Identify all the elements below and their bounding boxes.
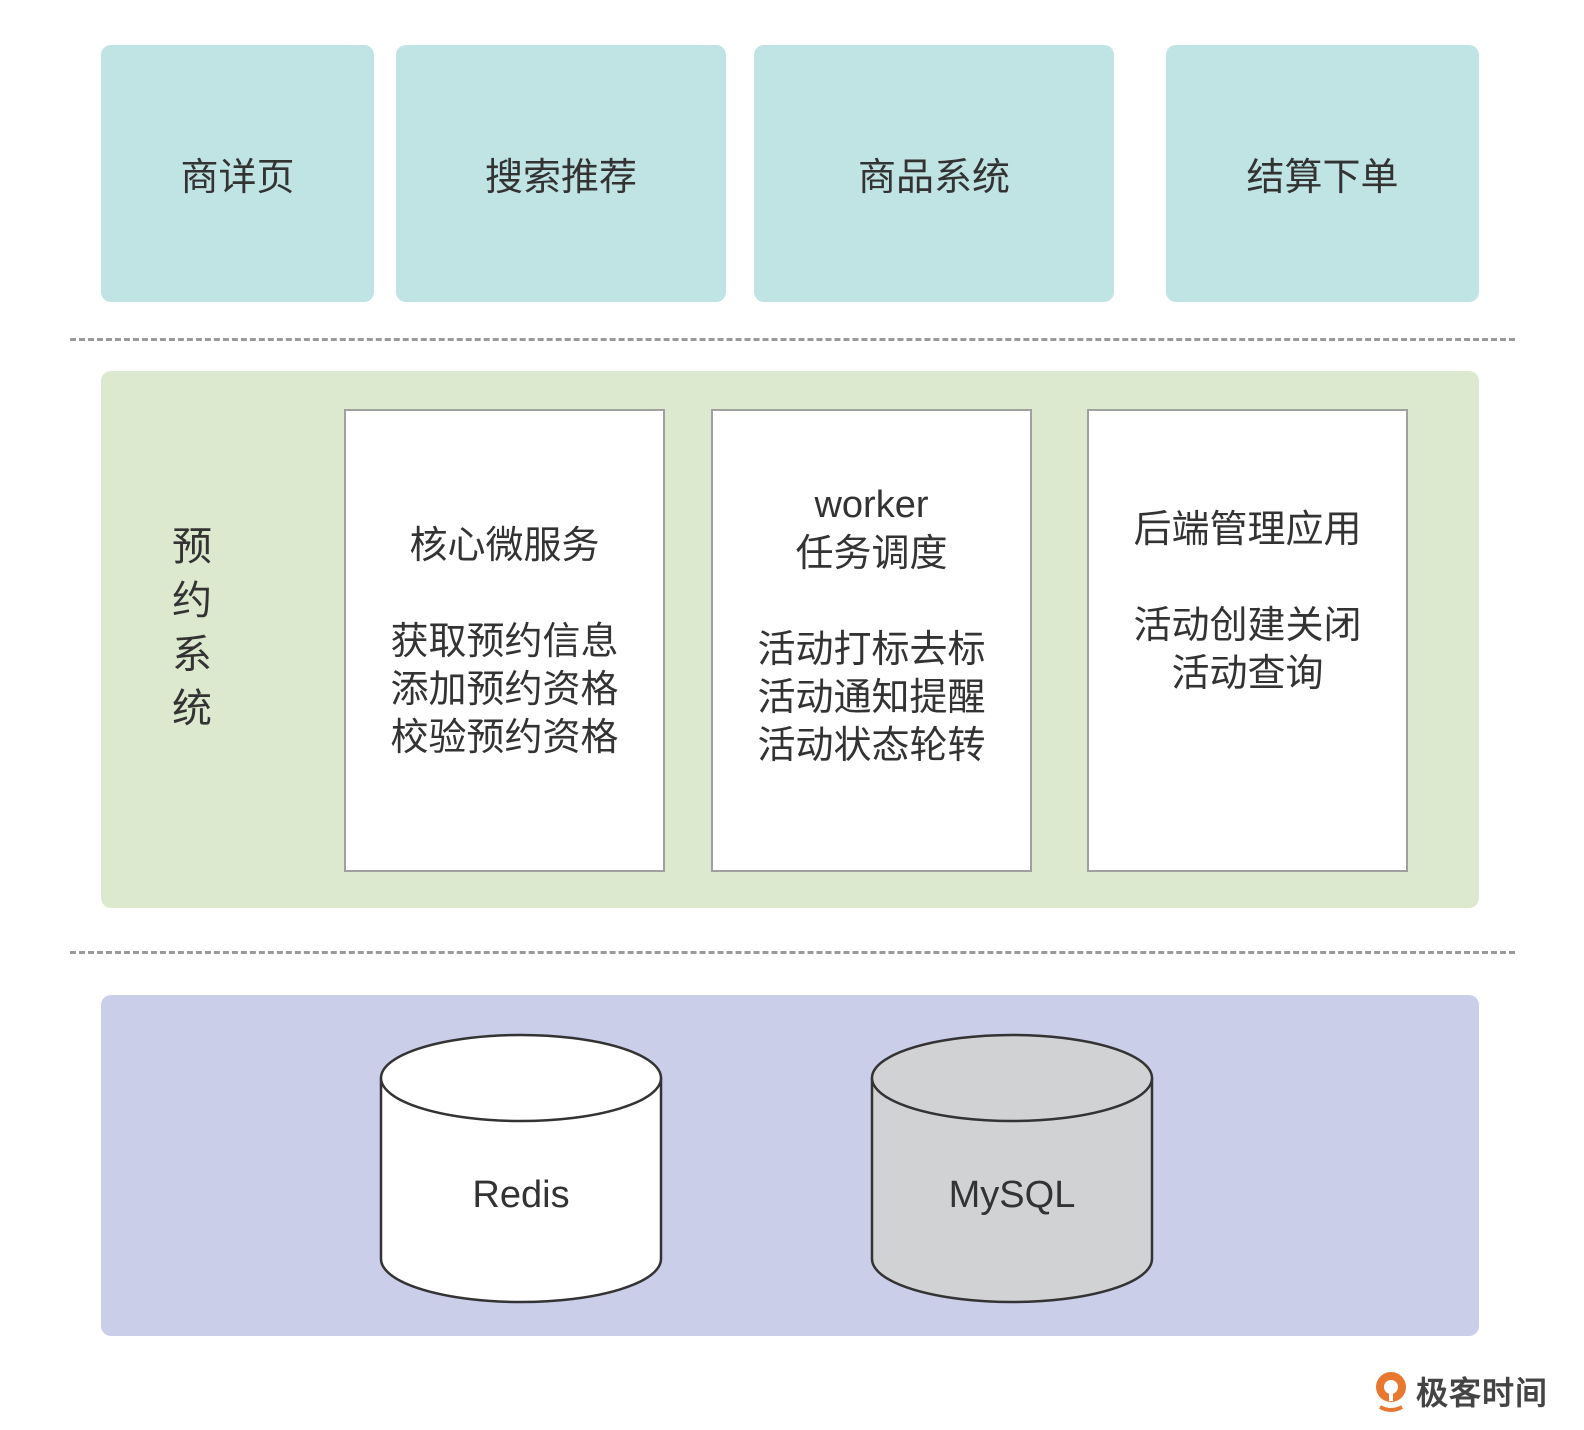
service-function: 活动创建关闭 bbox=[1133, 602, 1362, 647]
service-function: 校验预约资格 bbox=[390, 714, 619, 759]
storage-panel bbox=[101, 995, 1479, 1336]
layer-divider-top bbox=[70, 338, 1515, 341]
watermark-text: 极客时间 bbox=[1416, 1374, 1549, 1412]
service-function: 活动通知提醒 bbox=[757, 674, 986, 719]
database-cylinder-icon bbox=[379, 1033, 663, 1304]
geektime-logo-icon bbox=[1376, 1372, 1406, 1412]
service-function: 活动打标去标 bbox=[757, 626, 986, 671]
service-function: 活动查询 bbox=[1171, 650, 1324, 695]
top-box-checkout: 结算下单 bbox=[1166, 45, 1479, 302]
service-title-line: worker bbox=[814, 483, 929, 526]
service-function: 活动状态轮转 bbox=[757, 722, 986, 767]
database-label: MySQL bbox=[948, 1174, 1076, 1216]
top-box-label: 商详页 bbox=[180, 155, 295, 199]
service-title-line: 任务调度 bbox=[795, 530, 948, 575]
service-function: 添加预约资格 bbox=[390, 666, 619, 711]
top-box-product-detail: 商详页 bbox=[101, 45, 374, 302]
layer-divider-bottom bbox=[70, 951, 1515, 954]
service-title-line: 核心微服务 bbox=[409, 522, 600, 567]
database-cylinder-icon bbox=[870, 1033, 1154, 1304]
service-title-line: 后端管理应用 bbox=[1133, 506, 1362, 551]
top-box-product-system: 商品系统 bbox=[754, 45, 1114, 302]
service-backend-admin: 后端管理应用 活动创建关闭 活动查询 bbox=[1087, 409, 1408, 872]
top-box-label: 搜索推荐 bbox=[484, 155, 637, 199]
database-label: Redis bbox=[472, 1174, 570, 1216]
geektime-watermark: 极客时间 bbox=[1372, 1368, 1548, 1414]
service-function: 获取预约信息 bbox=[390, 618, 619, 663]
service-title: 后端管理应用 bbox=[1133, 505, 1361, 553]
top-box-label: 结算下单 bbox=[1246, 155, 1399, 199]
service-title: 核心微服务 bbox=[409, 521, 599, 569]
service-core-microservice: 核心微服务 获取预约信息 添加预约资格 校验预约资格 bbox=[344, 409, 665, 872]
top-box-search-recommend: 搜索推荐 bbox=[396, 45, 726, 302]
reservation-system-label: 预约系统 bbox=[165, 525, 211, 741]
redis-database: Redis bbox=[378, 1031, 664, 1304]
service-worker-scheduler: worker 任务调度 活动打标去标 活动通知提醒 活动状态轮转 bbox=[711, 409, 1032, 872]
mysql-database: MySQL bbox=[869, 1031, 1155, 1304]
service-title: worker 任务调度 bbox=[795, 481, 947, 577]
top-box-label: 商品系统 bbox=[857, 155, 1010, 199]
